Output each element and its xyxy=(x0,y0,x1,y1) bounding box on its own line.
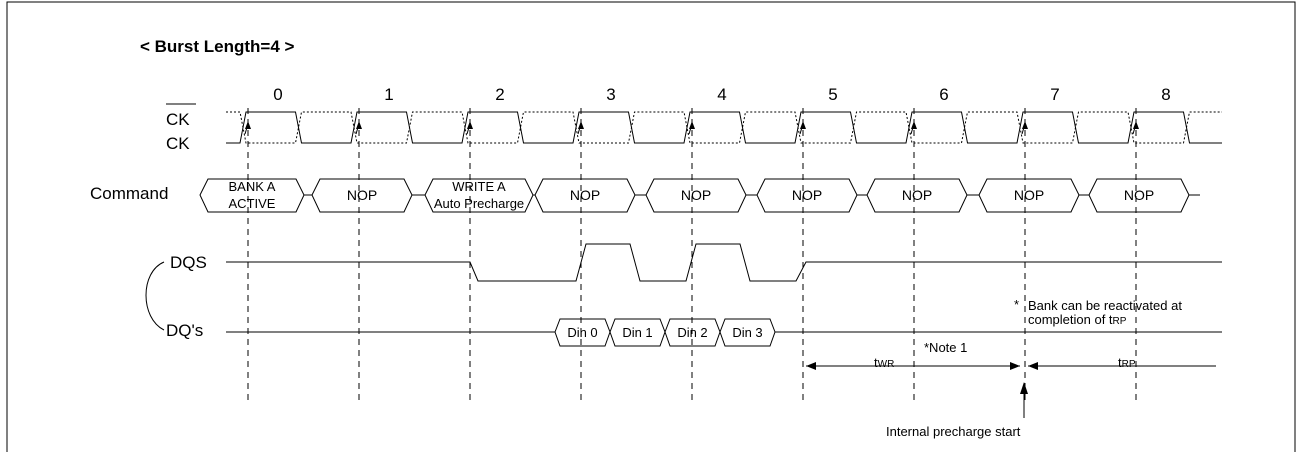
twr-arrow-right xyxy=(1010,362,1020,370)
dq-label: DQ's xyxy=(166,321,203,340)
ck-bar-label: CK xyxy=(166,110,190,129)
data-in-label: Din 2 xyxy=(677,325,707,340)
command-label: NOP xyxy=(347,187,377,203)
clock-number: 3 xyxy=(606,85,615,104)
command-label: NOP xyxy=(1124,187,1154,203)
note-1: *Note 1 xyxy=(924,340,967,355)
rising-edge-arrowhead xyxy=(911,121,917,129)
command-line1: BANK A xyxy=(229,179,276,194)
diagram-border xyxy=(6,1,1296,452)
rising-edge-arrowhead xyxy=(1133,121,1139,129)
clock-number: 5 xyxy=(828,85,837,104)
ck-bar-waveform xyxy=(226,111,1222,144)
ck-waveform xyxy=(226,111,1222,144)
rising-edge-arrowhead xyxy=(800,121,806,129)
clock-number: 8 xyxy=(1161,85,1170,104)
trp-t: t xyxy=(1118,355,1122,370)
precharge-arrow-head xyxy=(1020,382,1028,394)
rising-edge-arrowhead xyxy=(356,121,362,129)
dqs-dq-bracket xyxy=(145,261,165,331)
diagram-title: < Burst Length=4 > xyxy=(140,37,295,56)
dqs-label: DQS xyxy=(170,253,207,272)
clock-number: 0 xyxy=(273,85,282,104)
twr-t: t xyxy=(874,355,878,370)
clock-number-row: 0 1 2 3 4 5 6 7 8 xyxy=(273,85,1170,104)
command-label: NOP xyxy=(792,187,822,203)
dqs-waveform xyxy=(226,243,1222,282)
dqs-signal xyxy=(226,243,1222,282)
clock-number: 2 xyxy=(495,85,504,104)
data-in-label: Din 1 xyxy=(622,325,652,340)
rising-edge-arrowhead xyxy=(467,121,473,129)
rising-edge-arrowhead xyxy=(1022,121,1028,129)
twr-sub: WR xyxy=(878,359,895,370)
bank-note-text: completion of t xyxy=(1028,312,1113,327)
data-in-label: Din 3 xyxy=(732,325,762,340)
clock-waveforms xyxy=(226,111,1222,144)
bank-note-asterisk: * xyxy=(1014,297,1019,312)
command-label: NOP xyxy=(681,187,711,203)
bank-note-line1: Bank can be reactivated at xyxy=(1028,298,1182,313)
rising-edge-arrowhead xyxy=(578,121,584,129)
command-label: NOP xyxy=(902,187,932,203)
twr-label: tWR xyxy=(874,355,894,370)
command-label: Command xyxy=(90,184,168,203)
trp-arrow-left xyxy=(1028,362,1038,370)
bank-note-sub: RP xyxy=(1113,316,1127,327)
command-label: NOP xyxy=(570,187,600,203)
trp-sub: RP xyxy=(1122,359,1136,370)
command-bus: BANK A ACTIVE NOP WRITE A Auto Precharge NOP N… xyxy=(199,178,1200,213)
ck-label: CK xyxy=(166,134,190,153)
command-line2: Auto Precharge xyxy=(434,196,524,211)
command-label: NOP xyxy=(1014,187,1044,203)
bank-note-line2: completion of tRP xyxy=(1028,312,1127,327)
twr-arrow-left xyxy=(806,362,816,370)
internal-precharge-label: Internal precharge start xyxy=(886,424,1021,439)
clock-number: 4 xyxy=(717,85,726,104)
command-line1: WRITE A xyxy=(452,179,506,194)
dq-bus: Din 0 Din 1 Din 2 Din 3 xyxy=(226,318,1222,347)
data-in-label: Din 0 xyxy=(567,325,597,340)
clock-number: 6 xyxy=(939,85,948,104)
trp-label: tRP xyxy=(1118,355,1136,370)
command-line2: ACTIVE xyxy=(229,196,276,211)
clock-edge-guides xyxy=(247,108,1137,400)
clock-number: 1 xyxy=(384,85,393,104)
rising-edge-arrowhead xyxy=(689,121,695,129)
clock-number: 7 xyxy=(1050,85,1059,104)
rising-edge-arrowhead xyxy=(245,121,251,129)
